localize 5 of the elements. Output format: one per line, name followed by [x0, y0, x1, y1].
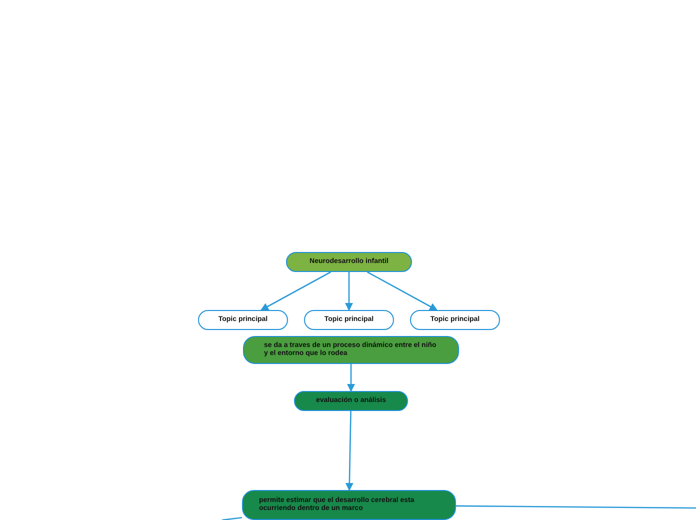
arrow: [347, 364, 355, 392]
arrow: [366, 271, 438, 311]
arrow: [345, 272, 353, 311]
arrow: [345, 410, 354, 491]
arrow: [260, 271, 332, 311]
